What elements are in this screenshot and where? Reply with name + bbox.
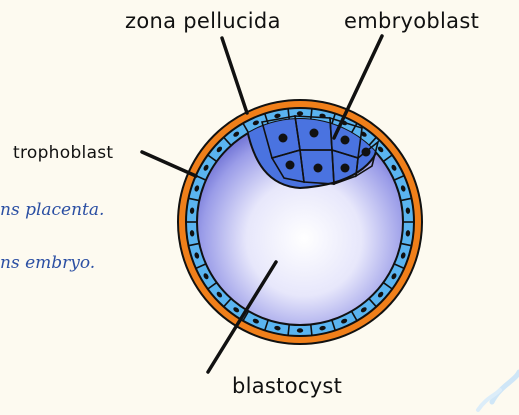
label-zona-pellucida: zona pellucida bbox=[125, 9, 281, 33]
embryoblast-nucleus bbox=[362, 148, 371, 157]
label-blastocyst: blastocyst bbox=[232, 374, 342, 398]
embryoblast-nucleus bbox=[286, 161, 295, 170]
pointer-zona-pellucida bbox=[222, 38, 247, 113]
trophoblast-nucleus bbox=[297, 328, 303, 332]
trophoblast-nucleus bbox=[297, 111, 303, 115]
pointer-trophoblast bbox=[142, 152, 196, 176]
watermark-swirl-2 bbox=[478, 390, 500, 410]
watermark-swirl bbox=[492, 372, 519, 402]
note-embryo: ns embryo. bbox=[0, 253, 95, 273]
label-embryoblast: embryoblast bbox=[344, 9, 479, 33]
embryoblast-nucleus bbox=[341, 164, 350, 173]
embryoblast-nucleus bbox=[279, 134, 288, 143]
embryoblast-nucleus bbox=[341, 136, 350, 145]
embryoblast-nucleus bbox=[314, 164, 323, 173]
note-placenta: ns placenta. bbox=[0, 200, 104, 220]
embryoblast-nucleus bbox=[310, 129, 319, 138]
label-trophoblast: trophoblast bbox=[13, 143, 113, 163]
